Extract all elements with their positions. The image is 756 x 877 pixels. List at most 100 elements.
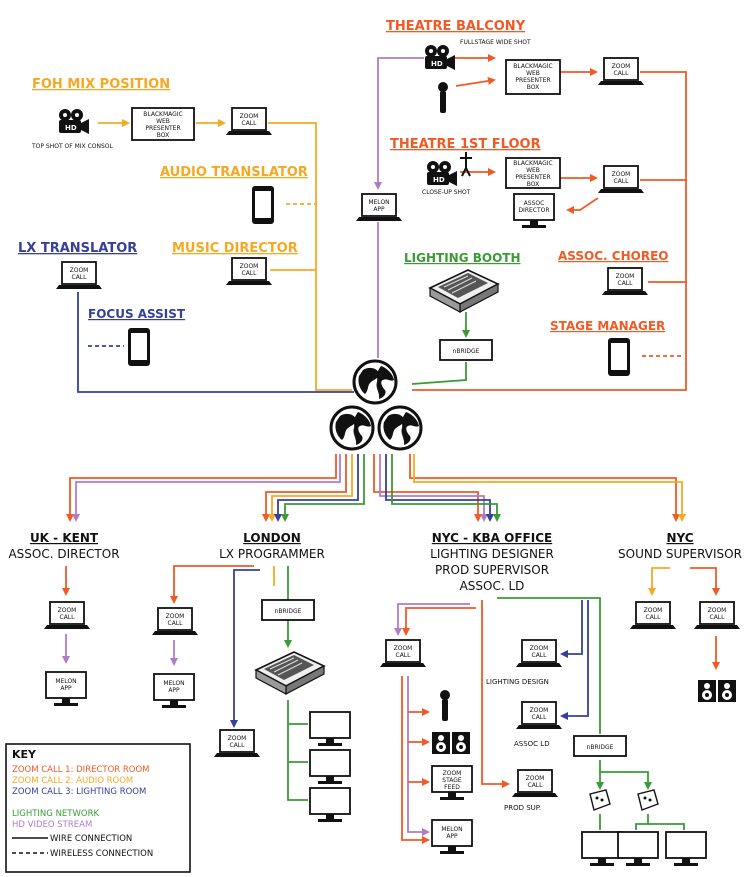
top-shot-caption: TOP SHOT OF MIX CONSOL <box>31 143 114 150</box>
svg-text:BOX: BOX <box>527 181 539 188</box>
kba-mic-icon <box>440 690 450 721</box>
nyc-kba-role-1: LIGHTING DESIGNER <box>430 547 554 561</box>
foh-web-presenter: BLACKMAGIC WEB PRESENTER BOX <box>131 107 195 141</box>
svg-text:ZOOM: ZOOM <box>240 113 259 120</box>
svg-text:CALL: CALL <box>528 782 544 789</box>
svg-text:CALL: CALL <box>646 614 662 621</box>
svg-text:ZOOM: ZOOM <box>708 607 727 614</box>
svg-text:CALL: CALL <box>242 270 258 277</box>
kba-speakers-icon <box>432 732 470 754</box>
kba-zoom-laptop: ZOOM CALL <box>379 639 427 668</box>
london-monitor-icon-2 <box>309 749 351 785</box>
key-title: KEY <box>12 748 37 761</box>
kba-nbridge: nBRIDGE <box>573 735 627 757</box>
lighting-booth-label: LIGHTING BOOTH <box>404 251 521 265</box>
balcony-web-presenter: BLACKMAGIC WEB PRESENTER BOX <box>505 59 561 95</box>
svg-text:ZOOM: ZOOM <box>612 171 631 178</box>
london-lx-laptop: ZOOM CALL <box>213 729 261 758</box>
assoc-choreo-label: ASSOC. CHOREO <box>558 249 668 263</box>
svg-text:CALL: CALL <box>614 178 630 185</box>
svg-text:MELON: MELON <box>163 680 184 687</box>
svg-text:nBRIDGE: nBRIDGE <box>453 348 480 355</box>
svg-text:ZOOM: ZOOM <box>612 63 631 70</box>
svg-text:ZOOM: ZOOM <box>644 607 663 614</box>
svg-text:BOX: BOX <box>157 132 169 139</box>
nyc-speakers-icon <box>698 680 736 702</box>
floor-camera-icon <box>427 161 457 186</box>
svg-text:CALL: CALL <box>72 274 88 281</box>
svg-text:PRESENTER: PRESENTER <box>515 77 550 84</box>
assoc-choreo-laptop: ZOOM CALL <box>601 267 649 296</box>
globe-icon-right <box>377 405 423 451</box>
london-console-icon <box>255 651 325 695</box>
svg-text:APP: APP <box>446 833 458 840</box>
key-item-network: LIGHTING NETWORK <box>12 809 99 819</box>
svg-text:PRESENTER: PRESENTER <box>145 125 180 132</box>
svg-text:WEB: WEB <box>526 70 540 77</box>
balcony-mic-icon <box>438 82 448 113</box>
theatre-1st-floor-label: THEATRE 1ST FLOOR <box>390 137 541 152</box>
london-label: LONDON <box>243 531 301 545</box>
lx-translator-laptop: ZOOM CALL <box>55 261 103 290</box>
globe-icon-left <box>329 405 375 451</box>
nyc-kba-role-3: ASSOC. LD <box>460 579 525 593</box>
kent-zoom-laptop: ZOOM CALL <box>43 601 91 630</box>
nyc-role: SOUND SUPERVISOR <box>618 547 742 561</box>
london-role: LX PROGRAMMER <box>219 547 325 561</box>
svg-text:MELON: MELON <box>368 199 389 206</box>
svg-text:BLACKMAGIC: BLACKMAGIC <box>513 63 553 70</box>
svg-text:APP: APP <box>373 206 385 213</box>
svg-text:nBRIDGE: nBRIDGE <box>587 744 614 751</box>
svg-text:BLACKMAGIC: BLACKMAGIC <box>143 111 183 118</box>
svg-text:CALL: CALL <box>614 70 630 77</box>
svg-text:CALL: CALL <box>230 742 246 749</box>
svg-text:ZOOM: ZOOM <box>526 775 545 782</box>
key-item-video: HD VIDEO STREAM <box>12 820 92 830</box>
svg-text:CALL: CALL <box>168 620 184 627</box>
dmx-node-icon-2 <box>637 789 659 811</box>
kba-monitor-icon-1 <box>581 831 623 867</box>
kba-monitor-icon-3 <box>665 831 707 867</box>
svg-text:CALL: CALL <box>618 280 634 287</box>
booth-nbridge: nBRIDGE <box>439 339 493 361</box>
balcony-zoom-laptop: ZOOM CALL <box>597 57 645 86</box>
svg-text:ZOOM: ZOOM <box>240 263 259 270</box>
london-melon-monitor: MELON APP <box>153 673 195 709</box>
assoc-ld-caption: ASSOC LD <box>514 740 550 748</box>
stage-manager-phone-icon <box>608 338 630 376</box>
lighting-design-caption: LIGHTING DESIGN <box>486 678 549 686</box>
closeup-caption: CLOSE-UP SHOT <box>422 189 471 196</box>
svg-text:APP: APP <box>60 685 72 692</box>
kba-stage-feed-monitor: ZOOM STAGE FEED <box>431 765 473 801</box>
booth-console-icon <box>429 269 499 313</box>
svg-text:CALL: CALL <box>396 652 412 659</box>
stage-manager-label: STAGE MANAGER <box>550 319 665 333</box>
foh-zoom-laptop: ZOOM CALL <box>225 107 273 136</box>
svg-text:ZOOM: ZOOM <box>530 645 549 652</box>
fullstage-caption: FULLSTAGE WIDE SHOT <box>460 39 531 46</box>
kent-melon-monitor: MELON APP <box>45 671 87 707</box>
london-monitor-icon-1 <box>309 711 351 747</box>
foh-label: FOH MIX POSITION <box>32 77 170 92</box>
dmx-node-icon-1 <box>589 789 611 811</box>
uk-kent-role: ASSOC. DIRECTOR <box>8 547 119 561</box>
svg-text:BLACKMAGIC: BLACKMAGIC <box>513 160 553 167</box>
center-melon-laptop: MELON APP <box>355 193 403 222</box>
svg-text:ZOOM: ZOOM <box>530 707 549 714</box>
svg-text:nBRIDGE: nBRIDGE <box>275 608 302 615</box>
svg-text:CALL: CALL <box>532 714 548 721</box>
svg-text:MELON: MELON <box>441 826 462 833</box>
music-director-laptop: ZOOM CALL <box>225 257 273 286</box>
assoc-ld-laptop: ZOOM CALL <box>515 701 563 730</box>
kba-monitor-icon-2 <box>617 831 659 867</box>
svg-text:CALL: CALL <box>242 120 258 127</box>
nyc-kba-role-2: PROD SUPERVISOR <box>435 563 549 577</box>
foh-camera-icon <box>59 109 89 134</box>
key-wireless: WIRELESS CONNECTION <box>50 849 153 859</box>
london-monitor-icon-3 <box>309 787 351 823</box>
balcony-camera-icon <box>425 45 455 70</box>
assoc-director-monitor: ASSOC DIRECTOR <box>513 193 555 229</box>
london-zoom-laptop: ZOOM CALL <box>151 607 199 636</box>
floor-zoom-laptop: ZOOM CALL <box>597 165 645 194</box>
